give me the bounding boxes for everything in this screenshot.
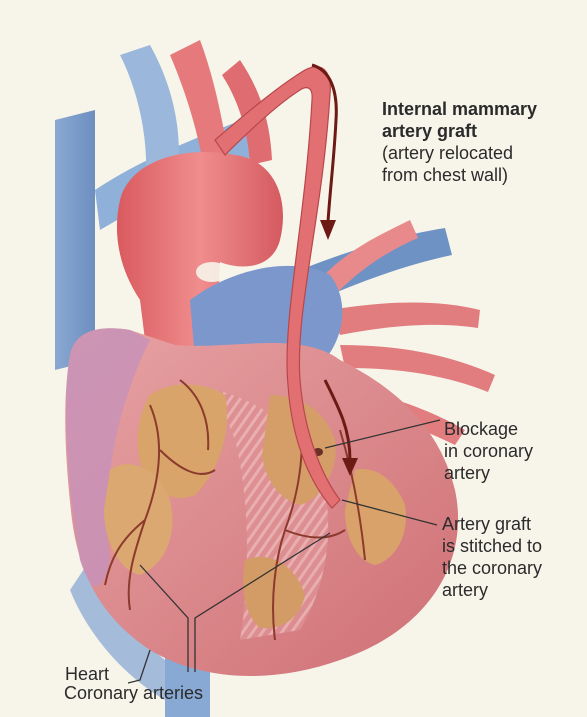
label-stitched-3: the coronary	[442, 557, 582, 579]
heart	[65, 328, 458, 676]
label-mammary-desc-1: (artery relocated	[382, 142, 582, 164]
label-stitched-2: is stitched to	[442, 535, 582, 557]
label-mammary-title-1: Internal mammary	[382, 98, 582, 120]
label-stitched-1: Artery graft	[442, 513, 582, 535]
label-mammary-title-2: artery graft	[382, 120, 582, 142]
label-mammary-graft: Internal mammary artery graft (artery re…	[382, 98, 582, 186]
label-stitched-4: artery	[442, 579, 582, 601]
label-blockage: Blockage in coronary artery	[444, 418, 584, 484]
label-mammary-desc-2: from chest wall)	[382, 164, 582, 186]
label-coronary-arteries-text: Coronary arteries	[64, 682, 203, 704]
label-blockage-3: artery	[444, 462, 584, 484]
label-coronary-arteries: Coronary arteries	[64, 682, 203, 704]
label-blockage-1: Blockage	[444, 418, 584, 440]
label-graft-stitched: Artery graft is stitched to the coronary…	[442, 513, 582, 601]
label-blockage-2: in coronary	[444, 440, 584, 462]
arrow-upper-head	[320, 220, 336, 240]
